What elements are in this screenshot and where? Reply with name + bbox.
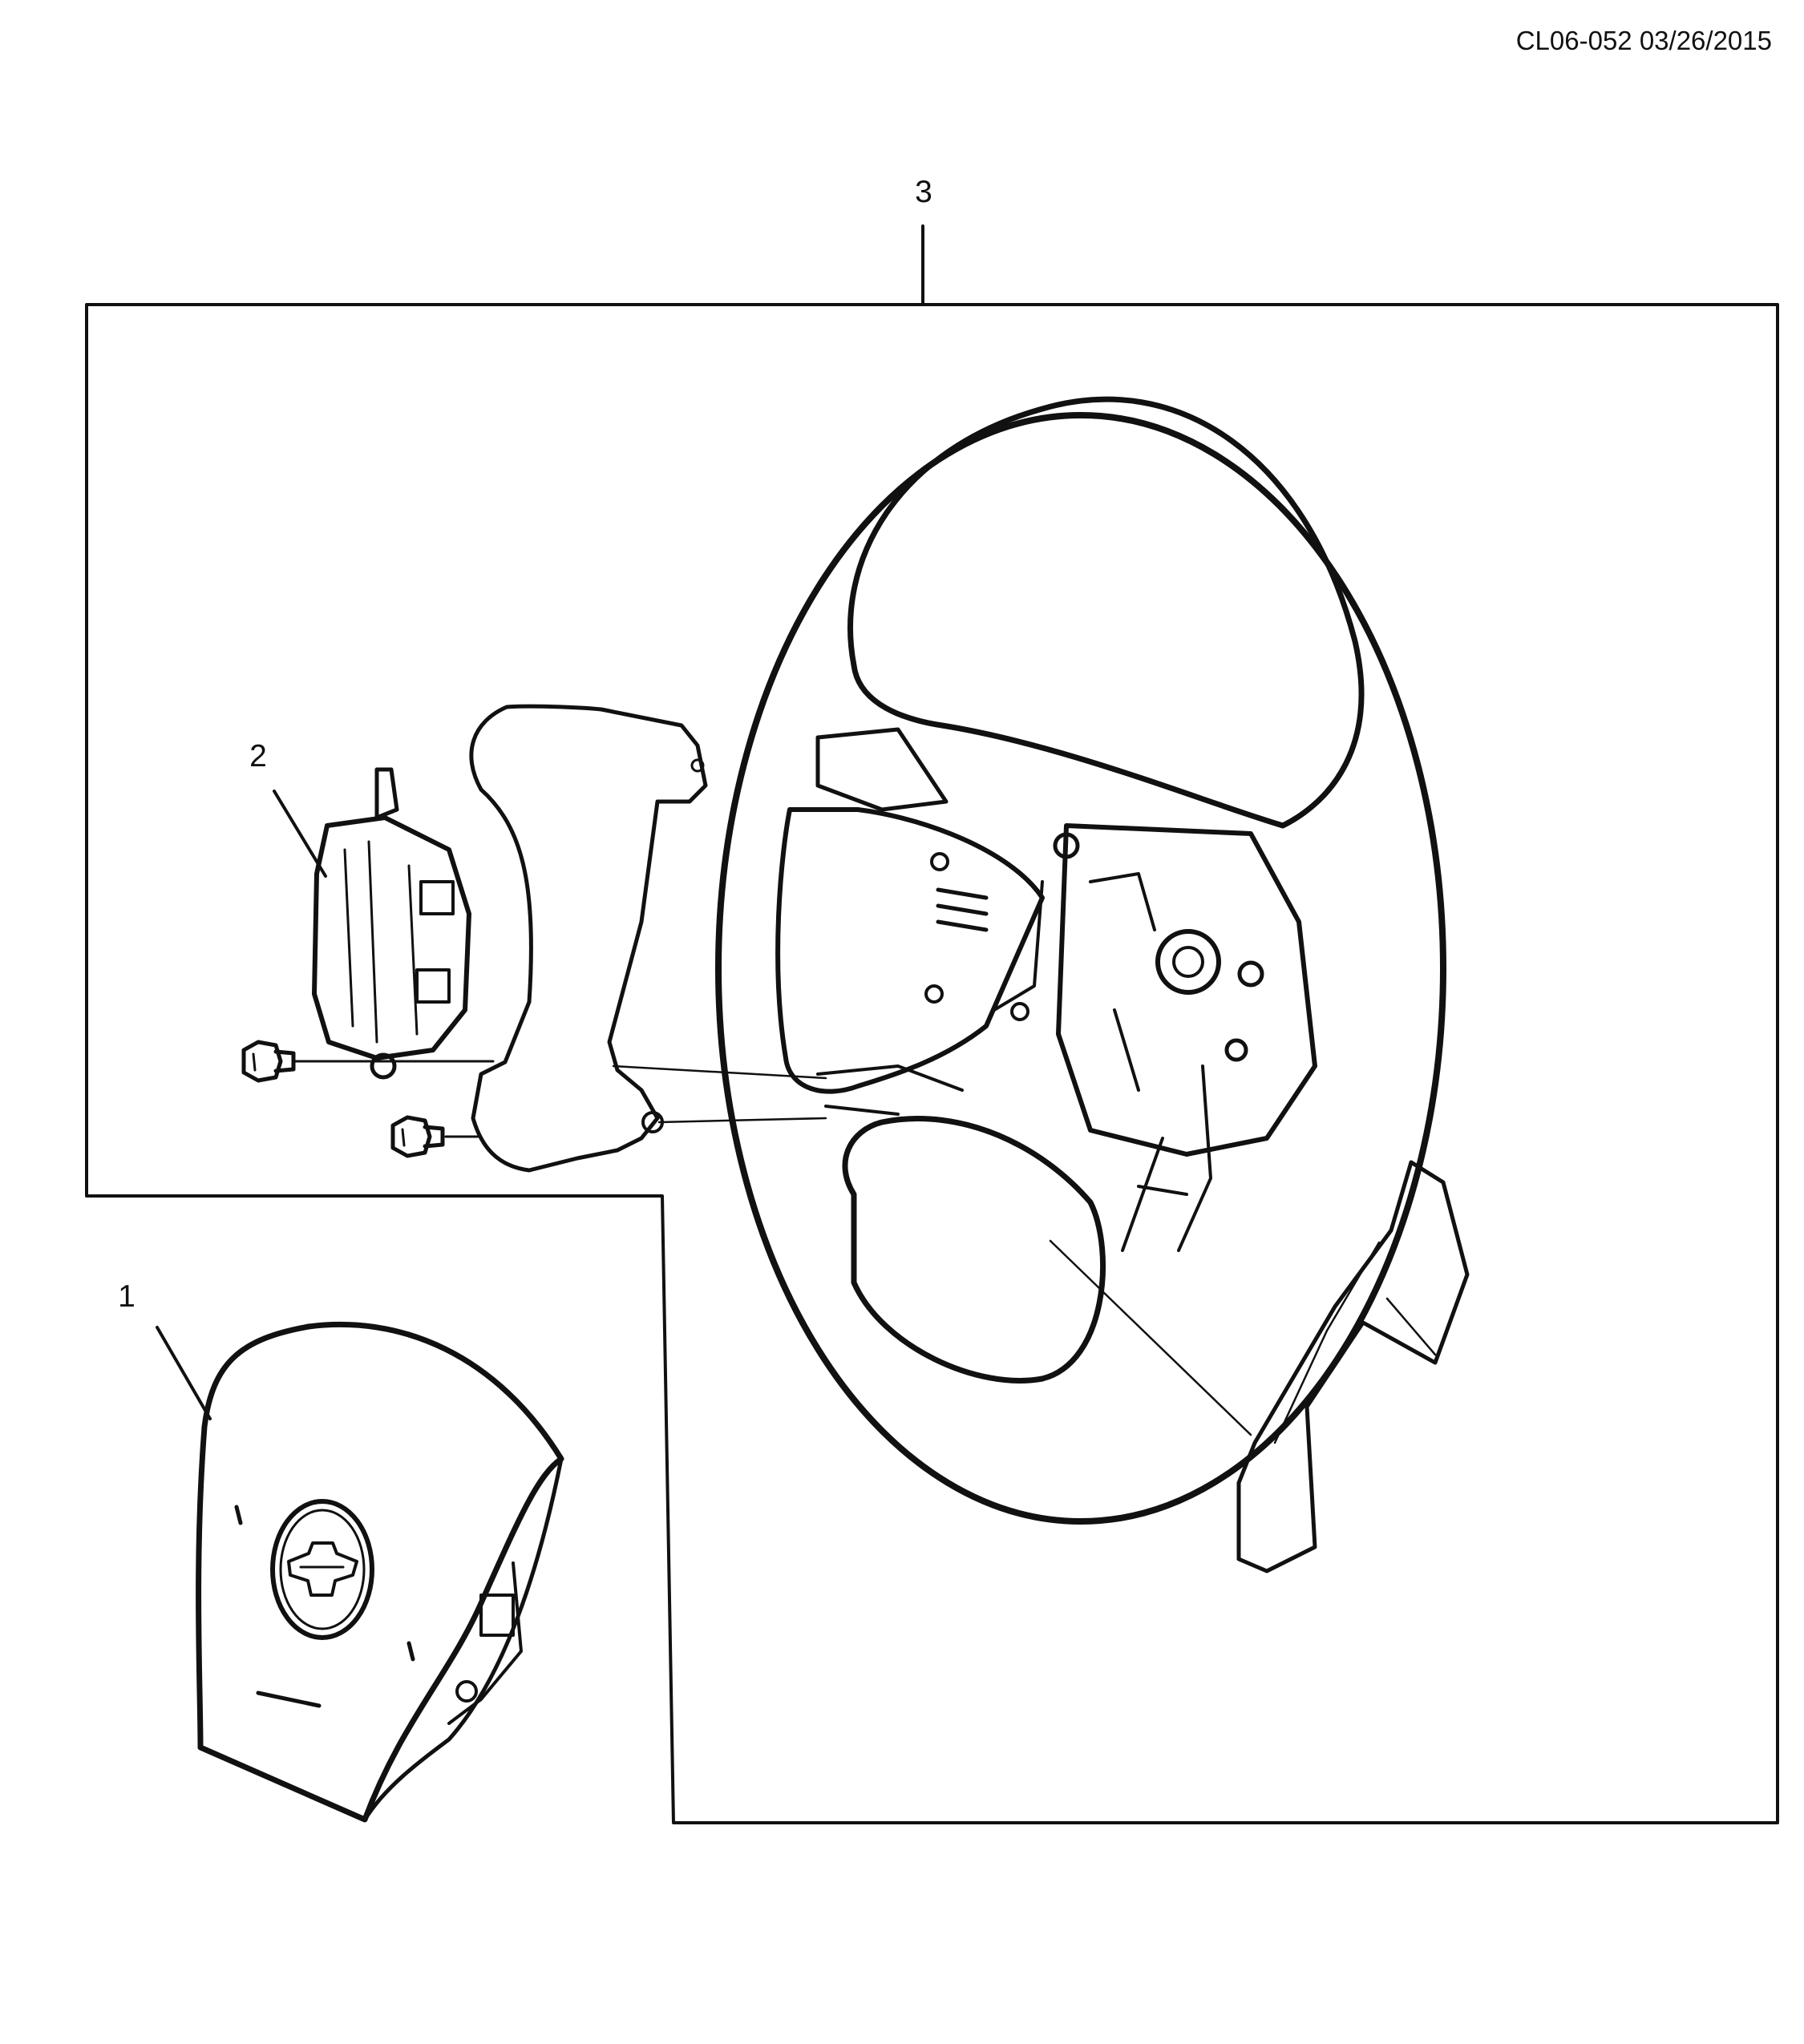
left-spoke-cover — [469, 704, 708, 1173]
airbag-module — [196, 1321, 564, 1823]
callout-1-label: 1 — [118, 1279, 136, 1314]
callout-1-leader — [156, 1326, 212, 1420]
steering-wheel — [715, 396, 1446, 1525]
document-id: CL06-052 03/26/2015 — [1515, 26, 1772, 55]
screw-icon — [390, 1115, 445, 1158]
control-switch-module — [312, 767, 471, 1080]
callout-2-label: 2 — [249, 739, 267, 774]
callout-2-leader — [273, 790, 327, 878]
logo-emblem-icon — [270, 1499, 374, 1640]
right-spoke-cover — [1236, 1160, 1470, 1573]
assembly-boundary-frame — [85, 303, 1779, 1824]
callout-3-label: 3 — [915, 175, 932, 209]
screw-icon — [241, 1040, 296, 1083]
assembly-guide-lines — [612, 1064, 1252, 1436]
